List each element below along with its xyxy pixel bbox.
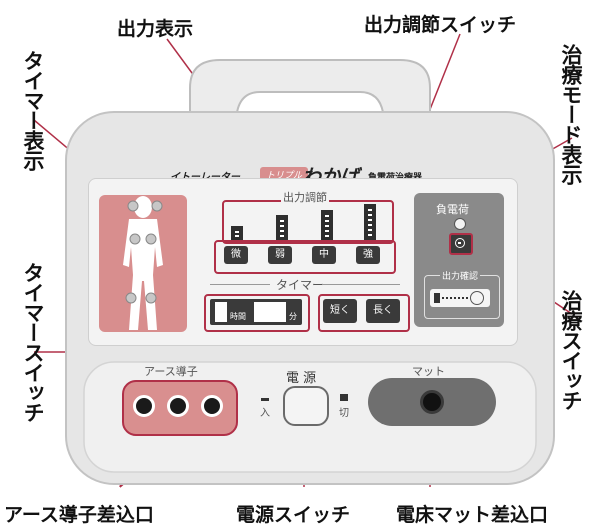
- output-meter-2: [276, 215, 288, 242]
- callout-timer-switch: タイマースイッチ: [21, 262, 45, 422]
- body-silhouette-icon: [123, 196, 163, 330]
- earth-jack-1[interactable]: [133, 395, 155, 417]
- callout-mat-inlet: 電床マット差込口: [396, 504, 549, 526]
- callout-output-switch: 出力調節スイッチ: [364, 14, 517, 36]
- output-level-1-button[interactable]: 微: [224, 246, 248, 264]
- timer-display-group: [204, 294, 310, 332]
- output-meter-4: [364, 204, 376, 242]
- output-meter-3: [321, 210, 333, 242]
- timer-display: 時間 分: [210, 299, 302, 325]
- callout-output-display: 出力表示: [117, 18, 194, 40]
- power-on-mark: [261, 398, 269, 401]
- mat-jack[interactable]: [420, 390, 444, 414]
- power-switch[interactable]: [283, 386, 329, 426]
- callout-mode-display: 治療モード表示: [559, 44, 583, 184]
- power-off-mark: [340, 394, 348, 401]
- earth-label: アース導子: [144, 365, 198, 378]
- output-level-4-button[interactable]: 強: [356, 246, 380, 264]
- mode-indicator-lamp: [454, 218, 466, 230]
- output-switch-group: [214, 240, 396, 274]
- timer-minutes-digits: [254, 302, 286, 322]
- brand-left: イトーレーター: [170, 168, 240, 183]
- output-group-label: 出力調節: [281, 189, 329, 205]
- timer-short-button[interactable]: 短く: [323, 299, 357, 323]
- mode-label: 負電荷: [436, 203, 469, 216]
- callout-timer-display: タイマー表示: [21, 50, 45, 170]
- power-off-label: 切: [339, 408, 349, 419]
- timer-hours-unit: 時間: [230, 312, 246, 321]
- earth-inlet-panel: [122, 380, 238, 436]
- earth-jack-2[interactable]: [167, 395, 189, 417]
- timer-divider-right: [322, 284, 400, 285]
- mat-label: マット: [412, 365, 445, 378]
- timer-long-button[interactable]: 長く: [366, 299, 400, 323]
- output-confirm-label: 出力確認: [440, 269, 481, 282]
- mat-inlet-panel: [368, 378, 496, 426]
- minus-icon: [455, 238, 465, 248]
- output-level-3-button[interactable]: 中: [312, 246, 336, 264]
- power-label: 電 源: [286, 371, 317, 386]
- callout-treatment-switch: 治療スイッチ: [559, 290, 583, 410]
- timer-hours-digit: [215, 302, 227, 322]
- body-figure-panel: [99, 195, 187, 332]
- callout-earth-inlet: アース導子差込口: [4, 504, 154, 526]
- output-meter-1: [231, 226, 243, 242]
- power-on-label: 入: [260, 408, 270, 419]
- timer-minutes-unit: 分: [289, 312, 297, 321]
- timer-divider: [210, 284, 270, 285]
- timer-group-label: タイマー: [276, 278, 325, 292]
- hand-touch-icon: [470, 291, 484, 305]
- earth-jack-3[interactable]: [201, 395, 223, 417]
- timer-switch-group: [318, 294, 410, 332]
- output-confirm-sensor: [430, 289, 490, 307]
- output-level-2-button[interactable]: 弱: [268, 246, 292, 264]
- mode-panel: 負電荷 出力確認: [414, 193, 504, 327]
- callout-power-switch: 電源スイッチ: [236, 504, 351, 526]
- treatment-switch[interactable]: [449, 233, 473, 255]
